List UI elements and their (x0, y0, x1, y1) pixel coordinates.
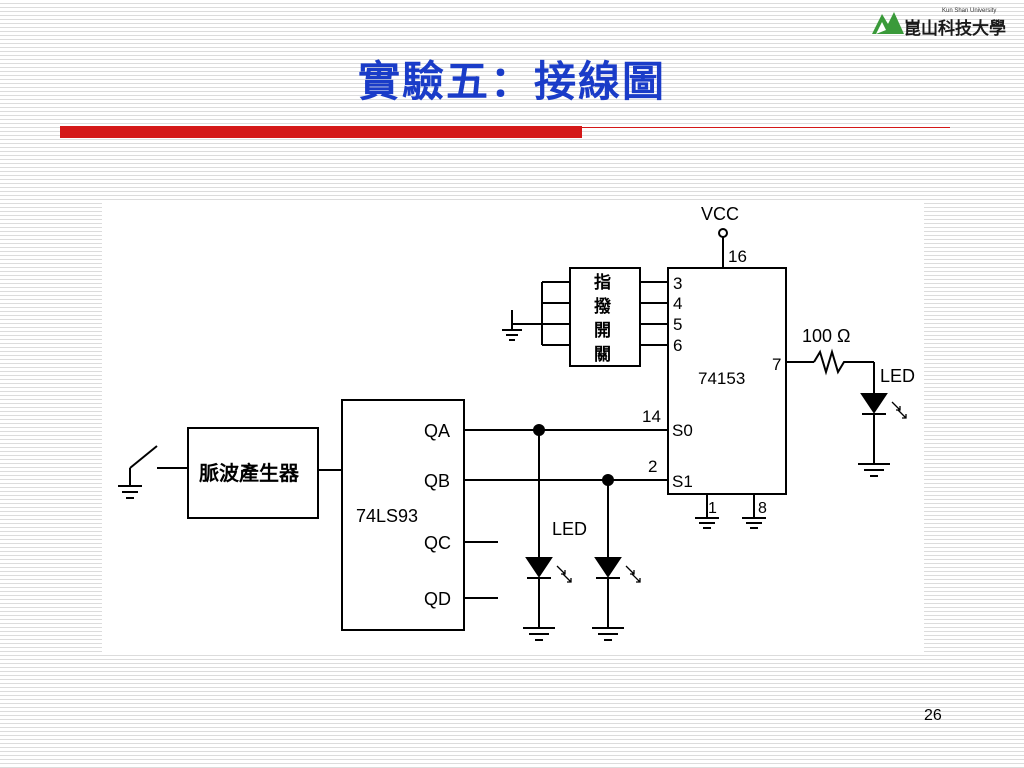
circuit-schematic: VCC 16 指 撥 開 關 3 4 5 6 74153 7 100 Ω LED… (118, 204, 915, 641)
pin-s0-label: S0 (672, 421, 693, 440)
resistor-label: 100 Ω (802, 326, 851, 346)
mux-chip-box (667, 267, 787, 495)
pin-s1-label: S1 (672, 472, 693, 491)
counter-chip-box (341, 399, 465, 631)
mountain-logo-icon (872, 12, 904, 34)
logo-chinese-text: 崑山科技大學 (904, 19, 1006, 39)
title-underline-thin (582, 127, 950, 128)
resistor-100-ohm (813, 348, 850, 376)
university-logo: Kun Shan University 崑山科技大學 (868, 2, 1018, 44)
vcc-terminal (718, 228, 728, 238)
dip-switch-box (569, 267, 641, 367)
pin-14-label: 14 (642, 407, 661, 426)
junction-qa (533, 424, 545, 436)
pulse-generator-label: 脈波產生器 (199, 461, 300, 485)
switch-label-2: 撥 (594, 296, 612, 317)
pin-2-label: 2 (648, 457, 657, 476)
led-right (860, 393, 888, 414)
counter-chip-label: 74LS93 (356, 506, 418, 526)
pin-6-label: 6 (673, 336, 682, 355)
pin-16-label: 16 (728, 247, 747, 266)
qc-label: QC (424, 533, 451, 553)
pin-7-label: 7 (772, 355, 781, 374)
vcc-label: VCC (701, 204, 739, 224)
pin-8-label: 8 (758, 500, 767, 517)
led-qa (525, 557, 553, 578)
switch-label-4: 關 (594, 345, 611, 365)
pulse-generator-box (187, 427, 319, 519)
slide-title: 實驗五：接線圖 (357, 57, 666, 106)
junction-qb (602, 474, 614, 486)
wiring-diagram: VCC 16 指 撥 開 關 3 4 5 6 74153 7 100 Ω LED… (102, 200, 924, 654)
qb-label: QB (424, 471, 450, 491)
qd-label: QD (424, 589, 451, 609)
pin-5-label: 5 (673, 315, 682, 334)
logo-english-text: Kun Shan University (942, 8, 997, 14)
led-right-label: LED (880, 366, 915, 386)
pin-3-label: 3 (673, 274, 682, 293)
title-underline-thick (60, 126, 582, 138)
pin-4-label: 4 (673, 294, 682, 313)
switch-label-3: 開 (594, 321, 611, 341)
led-bottom-label: LED (552, 519, 587, 539)
switch-label-1: 指 (594, 272, 611, 293)
pin-1-label: 1 (708, 500, 717, 517)
mux-chip-label: 74153 (698, 369, 745, 388)
led-qb (594, 557, 622, 578)
page-number: 26 (924, 707, 942, 724)
qa-label: QA (424, 421, 450, 441)
